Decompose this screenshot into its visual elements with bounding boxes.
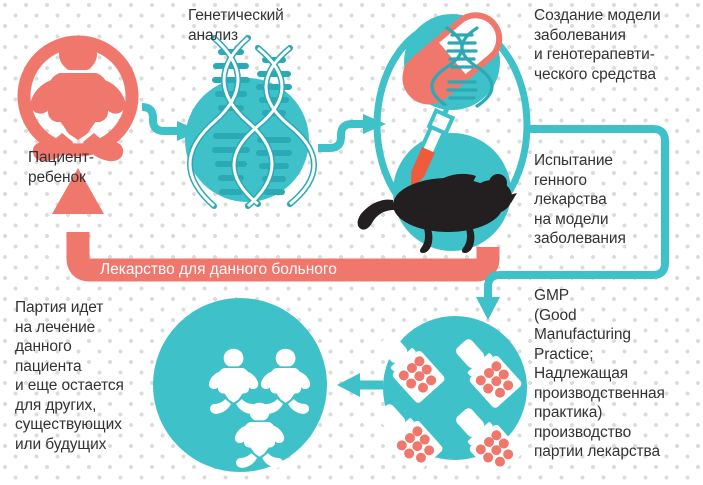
node-genetic-analysis[interactable] [185,35,317,209]
node-animal-trial[interactable] [357,102,517,253]
baby-icon [30,36,126,162]
label-banner-medicine: Лекарство для данного больного [100,261,337,278]
node-gmp-production[interactable] [368,316,527,478]
mouse-syringe-icon [357,104,517,253]
three-babies-icon [208,348,311,468]
connector-gmp-to-babies [337,373,383,397]
label-batch-use: Партия идет на лечение данного пациента … [15,299,124,453]
label-gmp: GMP (Good Manufacturing Practice; Надлеж… [534,287,665,460]
pill-jars-icon [377,334,522,477]
label-genetic-analysis: Генетический анализ [188,7,284,44]
capsule-dna-icon [402,12,503,108]
connector-model-to-gmp [476,125,669,320]
connector-babies-to-patient [52,168,500,282]
node-disease-model[interactable] [396,6,509,111]
label-animal-trial: Испытание генного лекарства на модели за… [534,152,626,247]
node-patient-child[interactable] [17,35,139,162]
label-patient-child: Пациент- ребенок [28,149,94,186]
label-model-creation: Создание модели заболевания и генотерапе… [534,7,661,83]
node-batch-distribution[interactable] [153,298,327,472]
